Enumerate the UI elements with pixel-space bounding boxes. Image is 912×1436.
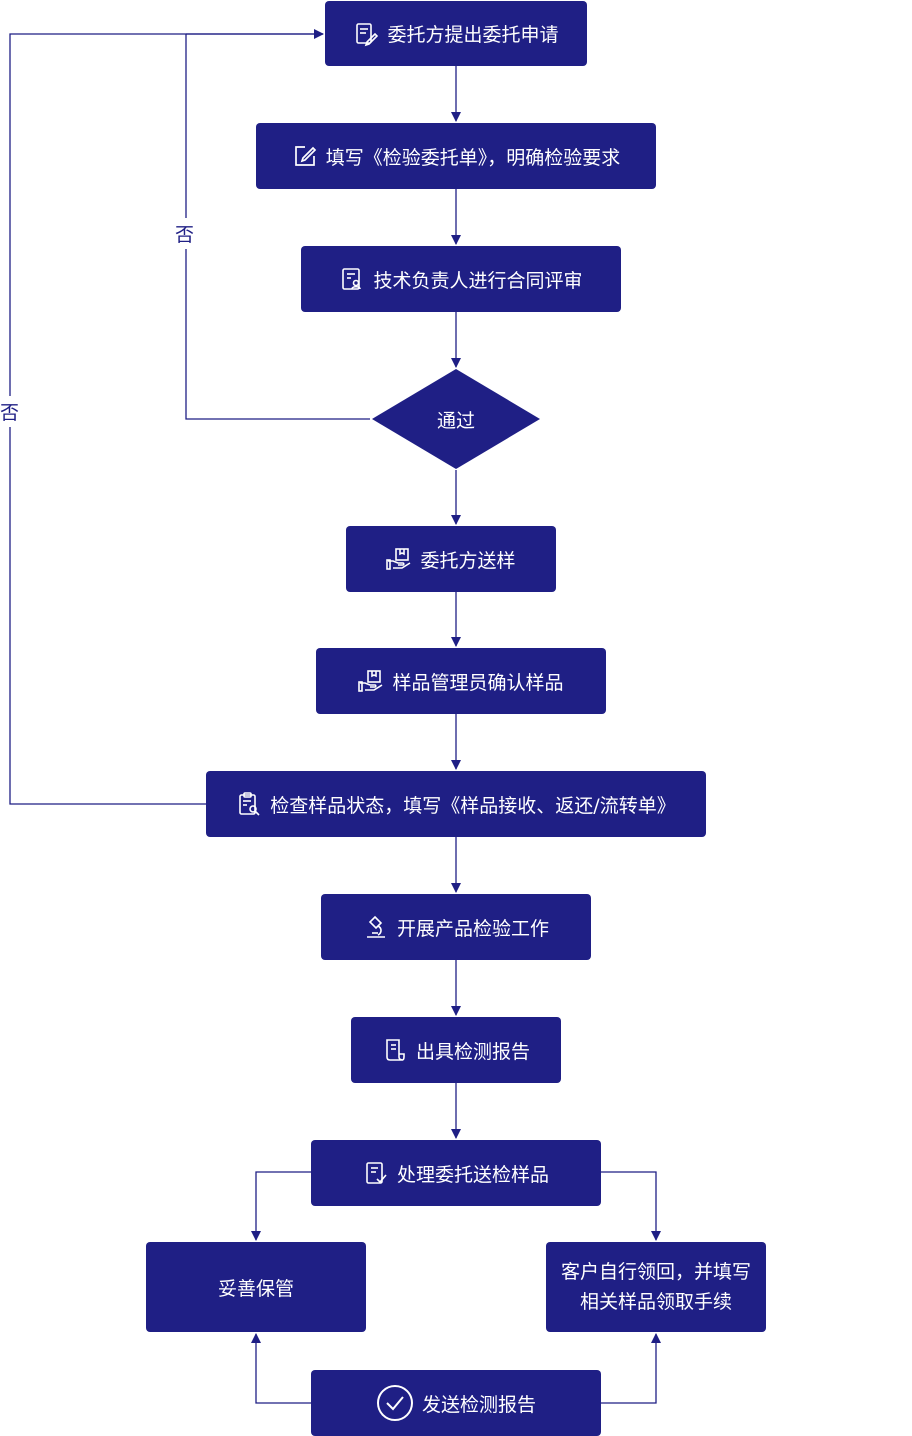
step-customer-retrieve: 客户自行领回，并填写 相关样品领取手续 [546,1242,766,1332]
clipboard-search-icon [236,791,262,817]
step-fill-form: 填写《检验委托单》，明确检验要求 [256,123,656,189]
form-pen-icon [353,21,379,47]
report-icon [382,1037,408,1063]
check-circle-icon [376,1384,414,1422]
step-label: 委托方提出委托申请 [387,24,559,46]
step-label-line2: 相关样品领取手续 [579,1291,732,1313]
step-contract-review: 技术负责人进行合同评审 [301,246,621,312]
step-label: 样品管理员确认样品 [392,671,564,694]
step-label: 发送检测报告 [421,1393,536,1416]
step-submit-request: 委托方提出委托申请 [325,1,587,66]
step-label: 妥善保管 [217,1277,294,1300]
hand-box-icon [358,668,384,694]
step-send-report: 发送检测报告 [311,1370,601,1436]
decision-diamond [372,369,540,469]
step-label: 技术负责人进行合同评审 [373,269,583,292]
step-label-line1: 客户自行领回，并填写 [560,1261,751,1283]
step-confirm-sample: 样品管理员确认样品 [316,648,606,714]
step-issue-report: 出具检测报告 [351,1017,561,1083]
microscope-icon [363,914,389,940]
step-label: 处理委托送检样品 [396,1163,549,1186]
review-document-icon [339,266,365,292]
step-label: 开展产品检验工作 [396,917,549,940]
edit-icon [292,143,318,169]
step-label: 填写《检验委托单》，明确检验要求 [325,146,621,169]
no-label-inner: 否 [175,218,195,249]
step-label: 检查样品状态，填写《样品接收、返还/流转单》 [270,794,676,817]
hand-box-icon [386,546,412,572]
step-label: 出具检测报告 [415,1040,530,1063]
step-handle-sample: 处理委托送检样品 [311,1140,601,1206]
step-label: 委托方送样 [420,549,516,572]
decision-label: 通过 [436,410,475,432]
step-keep-safe: 妥善保管 [146,1242,366,1332]
no-label-outer: 否 [0,396,20,427]
step-check-sample-state: 检查样品状态，填写《样品接收、返还/流转单》 [206,771,706,837]
step-start-inspection: 开展产品检验工作 [321,894,591,960]
checklist-icon [363,1160,389,1186]
step-send-sample: 委托方送样 [346,526,556,592]
